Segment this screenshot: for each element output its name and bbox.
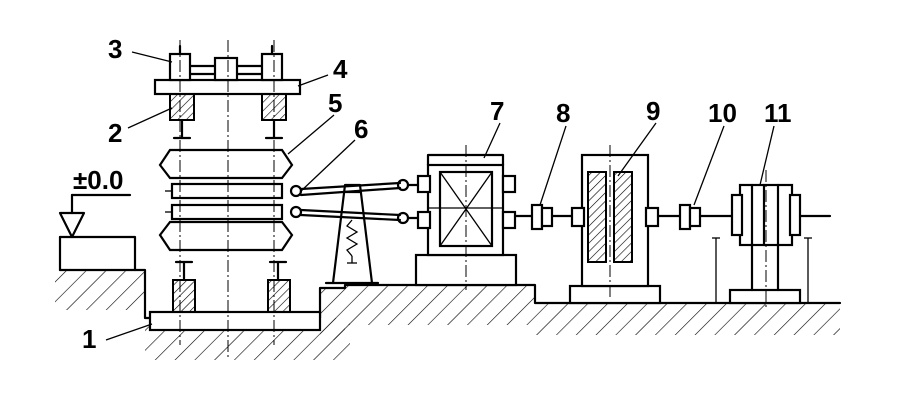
pinion-stand	[406, 145, 518, 290]
reducer	[568, 145, 662, 305]
label-2: 2	[108, 118, 122, 148]
label-11: 11	[764, 98, 792, 128]
level-mark: ±0.0	[58, 165, 132, 239]
motor	[728, 170, 832, 310]
label-3: 3	[108, 34, 122, 64]
coupling-10	[656, 203, 734, 303]
label-7: 7	[490, 96, 504, 126]
label-9: 9	[646, 96, 660, 126]
mill-stand	[148, 40, 322, 360]
label-5: 5	[328, 88, 342, 118]
coupling-8	[513, 203, 576, 231]
label-1: 1	[82, 324, 96, 354]
label-10: 10	[708, 98, 737, 128]
leader-lines	[105, 51, 775, 341]
label-8: 8	[556, 98, 570, 128]
part-labels: 3 4 2 5 6 7 8 9 10 11 1	[82, 34, 792, 354]
label-4: 4	[333, 54, 348, 84]
spindles	[289, 178, 410, 225]
ground	[55, 235, 842, 360]
level-mark-text: ±0.0	[73, 165, 123, 195]
label-6: 6	[354, 114, 368, 144]
spindle-support	[324, 183, 380, 285]
